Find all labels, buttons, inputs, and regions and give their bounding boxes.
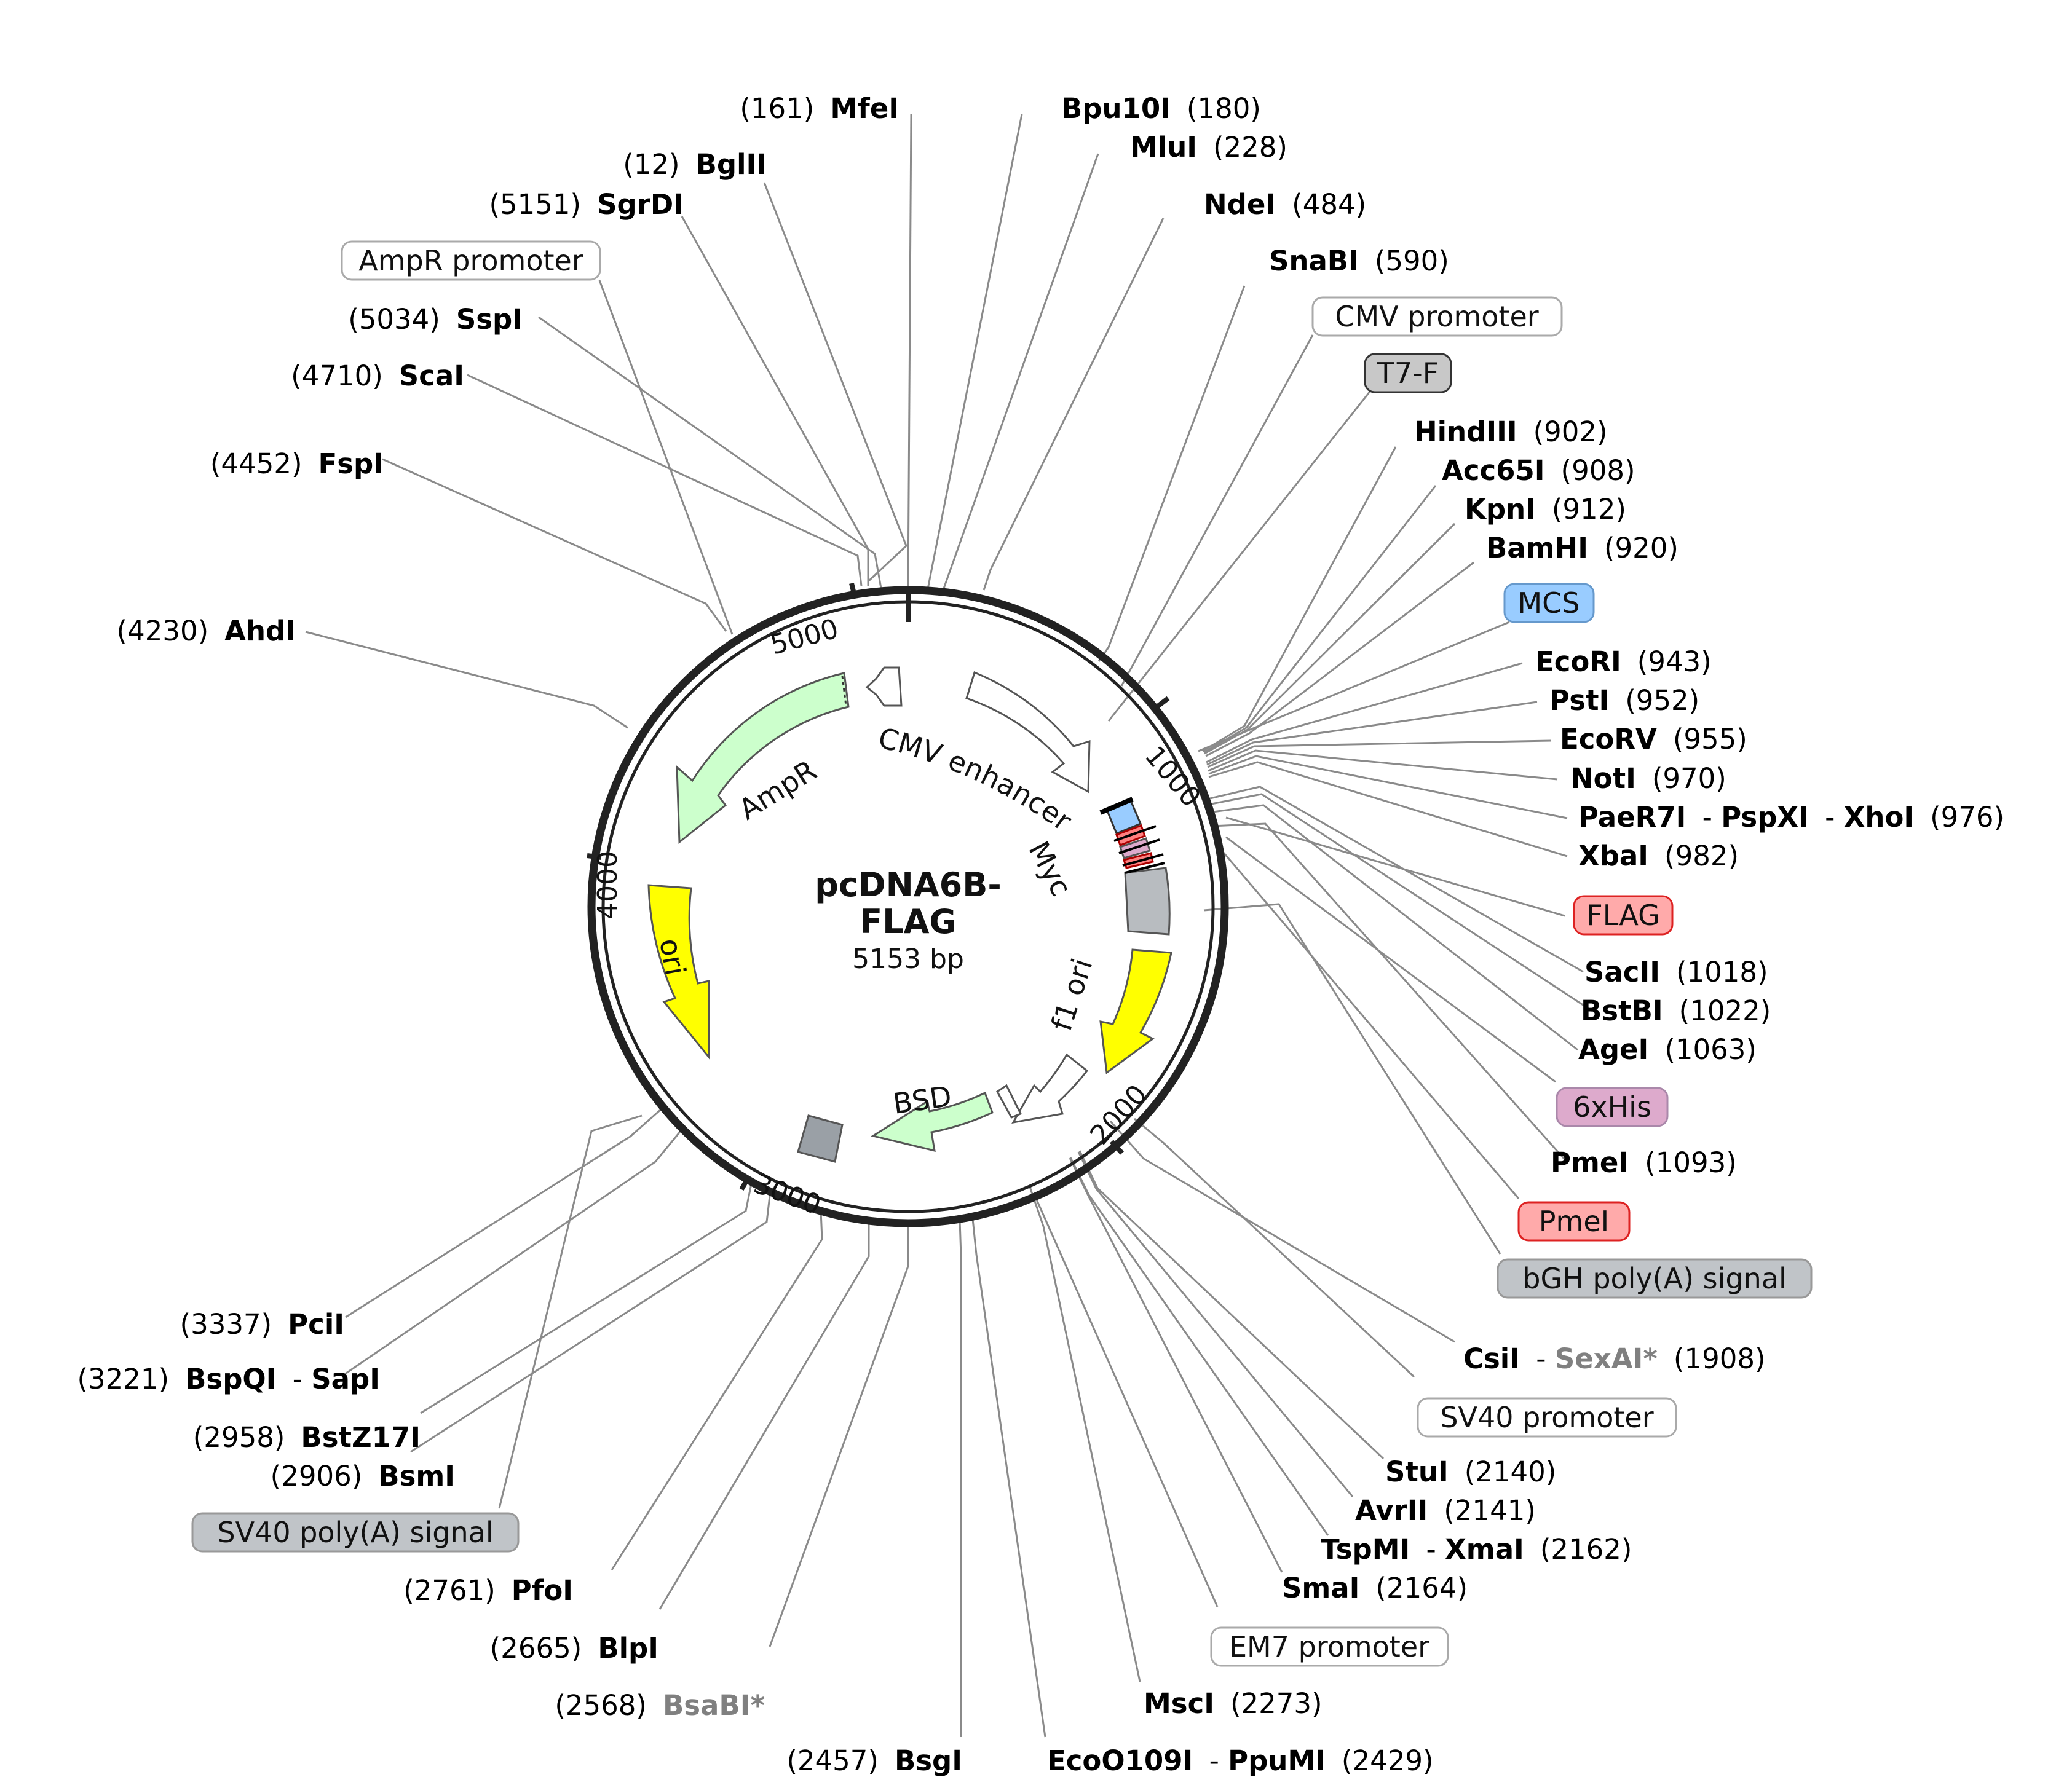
site-label: (2568)BsaBI* [555,1689,765,1722]
site-labels: (161)MfeI Bpu10I(180) MluI(228) (12)BglI… [77,92,2004,1777]
site-label: (12)BglII [623,148,767,181]
site-label: BamHI(920) [1486,532,1679,564]
site-label: (3337)PciI [180,1308,344,1341]
plasmid-title: pcDNA6B- FLAG 5153 bp [815,865,1002,975]
arc-label-ampr: AmpR [733,754,822,827]
plasmid-name-line1: pcDNA6B- [815,865,1002,904]
site-label: (2457)BsgI [786,1744,962,1777]
site-label: BstBI(1022) [1581,995,1771,1027]
site-label: EcoRV(955) [1560,723,1747,755]
site-label: StuI(2140) [1385,1456,1556,1488]
bsd-arrow [871,1091,994,1152]
ampr-signal-dots [841,676,847,706]
feature-box [1497,1258,1813,1299]
site-label: Bpu10I(180) [1061,92,1261,125]
site-label: (4710)ScaI [291,360,464,392]
tick-label-3000: 3000 [749,1168,825,1221]
feature-box [1517,1201,1631,1242]
plasmid-name-line2: FLAG [860,902,956,941]
site-label: (4452)FspI [210,447,384,480]
site-label: NdeI(484) [1204,188,1366,221]
bsd-promoter-arrow [1011,1053,1089,1124]
site-label: XbaI(982) [1578,840,1739,872]
site-label: (3221)BspQI - SapI [77,1363,380,1395]
feature-label-sv40-promoter: SV40 promoter [1440,1401,1653,1434]
feature-label-flag: FLAG [1586,899,1659,932]
site-label: PmeI(1093) [1551,1146,1737,1179]
bgh-polya-box [1124,867,1171,936]
arc-label-ori: ori [653,936,692,978]
feature-label-6xhis: 6xHis [1573,1090,1651,1124]
site-label: PaeR7I - PspXI - XhoI(976) [1578,801,2004,833]
arc-label-f1-ori: f1 ori [1045,955,1099,1035]
feature-label-bgh-polya: bGH poly(A) signal [1522,1262,1786,1295]
site-label: Acc65I(908) [1442,454,1635,487]
feature-labels: AmpR promoter CMV promoter T7-F MCS FLAG… [191,240,1813,1667]
site-label: AgeI(1063) [1578,1033,1757,1066]
arc-label-bsd: BSD [891,1079,954,1121]
site-label: (4230)AhdI [117,615,296,647]
feature-label-t7-f: T7-F [1377,357,1439,390]
em7-promoter-arrow [996,1084,1022,1119]
site-label: CsiI - SexAI*(1908) [1463,1342,1766,1375]
site-label: (161)MfeI [740,92,899,125]
ampr-promoter-arrow [865,666,903,707]
feature-label-em7-promoter: EM7 promoter [1229,1630,1429,1663]
site-label: EcoO109I - PpuMI(2429) [1047,1744,1434,1777]
ampr-arrow [676,672,850,845]
plasmid-length: 5153 bp [852,944,964,975]
cmv-enhancer-arrow [965,671,1091,794]
site-label: SacII(1018) [1584,956,1768,988]
site-label: AvrII(2141) [1355,1494,1536,1527]
site-label: EcoRI(943) [1535,645,1712,678]
feature-label-cmv-promoter: CMV promoter [1335,300,1538,333]
site-label: SmaI(2164) [1282,1572,1468,1604]
site-label: (2665)BlpI [490,1632,658,1665]
mcs-cut-marks [1099,797,1134,815]
feature-box [1556,1087,1669,1127]
site-label: MluI(228) [1130,131,1287,164]
site-label: (5151)SgrDI [489,188,684,221]
feature-box [1573,895,1674,936]
feature-label-sv40-polya: SV40 poly(A) signal [217,1516,493,1549]
tick-label-4000: 4000 [592,851,623,920]
feature-box [341,240,601,281]
arc-label-myc: Myc [1022,836,1078,902]
leader-lines [305,113,1593,1738]
ring-features [647,666,1172,1163]
f1-ori-arrow [1099,948,1172,1074]
site-label: (2958)BstZ17I [193,1421,421,1454]
site-label: (2761)PfoI [403,1574,573,1607]
site-label: MscI(2273) [1144,1687,1323,1720]
feature-box [1210,1626,1449,1667]
site-label: NotI(970) [1570,762,1726,795]
feature-label-ampr-promoter: AmpR promoter [358,244,583,277]
feature-box [1311,296,1563,337]
site-label: HindIII(902) [1414,416,1608,448]
tick-marks [587,583,1170,1191]
sv40-polya-box [797,1114,844,1163]
site-label: PstI(952) [1549,684,1699,717]
feature-label-mcs: MCS [1517,586,1580,620]
site-label: (5034)SspI [348,303,523,336]
feature-label-pmei: PmeI [1539,1205,1609,1238]
feature-box [1364,353,1452,393]
site-label: (2906)BsmI [271,1460,455,1492]
feature-box [1417,1397,1677,1438]
site-label: SnaBI(590) [1269,245,1449,277]
ori-arrow [647,884,710,1060]
site-label: KpnI(912) [1465,493,1626,526]
feature-box [1503,583,1595,623]
feature-box [191,1512,520,1553]
site-label: TspMI - XmaI(2162) [1321,1533,1632,1566]
